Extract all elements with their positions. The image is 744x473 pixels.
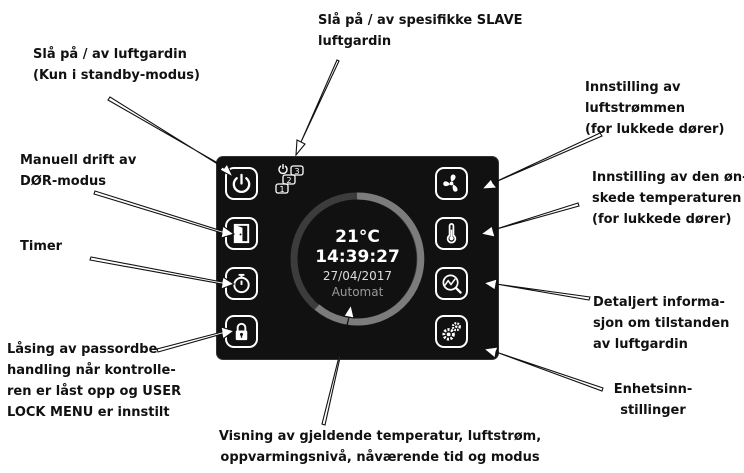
chart-magnifier-icon [442,274,462,294]
label-lock-line4: LOCK MENU er innstilt [7,405,170,420]
label-detail: Detaljert informa- sjon om tilstanden av… [593,292,729,355]
label-settings: Enhetsinn- stillinger [603,379,703,421]
arrow-manual [93,190,236,239]
settings-button[interactable] [435,315,468,348]
timer-icon [233,273,250,294]
arrow-temperature [479,202,580,238]
label-lock: Låsing av passordbe- handling når kontro… [7,339,181,423]
label-airflow-line2: luftstrømmen [585,101,686,116]
label-temperature-line3: (for lukkede dører) [592,212,732,227]
door-mode-button[interactable] [225,217,258,250]
label-detail-line1: Detaljert informa- [593,295,725,310]
label-lock-line1: Låsing av passordbe- [7,342,163,357]
arrow-airflow [480,132,603,190]
label-manual-line2: DØR-modus [20,174,107,189]
status-ring [290,192,425,326]
arrow-settings [482,346,604,392]
label-timer: Timer [20,236,62,257]
label-manual-line1: Manuell drift av [20,153,137,168]
label-airflow: Innstilling av luftstrømmen (for lukkede… [585,77,724,140]
clock-readout: 14:39:27 [315,247,400,267]
label-power-line1: Slå på / av luftgardin [33,47,187,62]
details-button[interactable] [435,267,468,300]
label-airflow-line3: (for lukkede dører) [585,122,725,137]
label-bottom-line1: Visning av gjeldende temperatur, luftstr… [218,429,542,444]
temperature-button[interactable] [435,217,468,250]
label-temperature-line1: Innstilling av den øn- [592,170,744,185]
label-manual: Manuell drift av DØR-modus [20,150,136,192]
label-detail-line2: sjon om tilstanden [593,316,730,331]
mode-readout: Automat [331,285,384,299]
arrow-detail [482,278,591,301]
arrow-timer [89,256,236,290]
controller-screen: 21°C 14:39:27 27/04/2017 Automat [217,157,498,359]
label-temperature-line2: skede temperaturen [592,191,742,206]
label-power: Slå på / av luftgardin (Kun i standby-mo… [33,44,200,86]
temperature-readout: 21°C [335,227,380,247]
label-temperature: Innstilling av den øn- skede temperature… [592,167,744,230]
lock-icon [235,322,248,341]
label-bottom: Visning av gjeldende temperatur, luftstr… [210,426,550,468]
label-bottom-line2: oppvarmingsnivå, nåværende tid og modus [220,450,540,465]
label-slave-line2: luftgardin [318,34,392,49]
label-lock-line2: handling når kontrolle- [7,363,176,378]
label-timer-line1: Timer [20,239,63,254]
airflow-button[interactable] [435,167,468,200]
arrow-bottom [321,303,355,426]
slave-digit-1: 1 [279,185,284,194]
label-detail-line3: av luftgardin [593,337,688,352]
label-airflow-line1: Innstilling av [585,80,681,95]
slave-selector[interactable]: 3 2 1 [275,164,311,196]
label-slave-line1: Slå på / av spesifikke SLAVE [318,13,523,28]
thermometer-icon [446,223,457,244]
gears-icon [442,322,461,341]
slave-units-icon: 3 2 1 [275,164,304,194]
fan-icon [443,174,458,192]
label-settings-line2: stillinger [620,403,686,418]
label-settings-line1: Enhetsinn- [613,382,693,397]
label-slave: Slå på / av spesifikke SLAVE luftgardin [318,10,523,52]
slave-digit-3: 3 [294,167,299,176]
arrow-power [107,96,235,179]
date-readout: 27/04/2017 [322,269,393,283]
timer-button[interactable] [225,267,258,300]
label-power-line2: (Kun i standby-modus) [33,68,200,83]
arrow-slave [295,59,340,157]
slave-digit-2: 2 [286,176,291,185]
label-lock-line3: ren er låst opp og USER [7,384,182,399]
arrow-lock [156,326,236,353]
door-icon [233,223,250,244]
power-icon [232,173,251,193]
